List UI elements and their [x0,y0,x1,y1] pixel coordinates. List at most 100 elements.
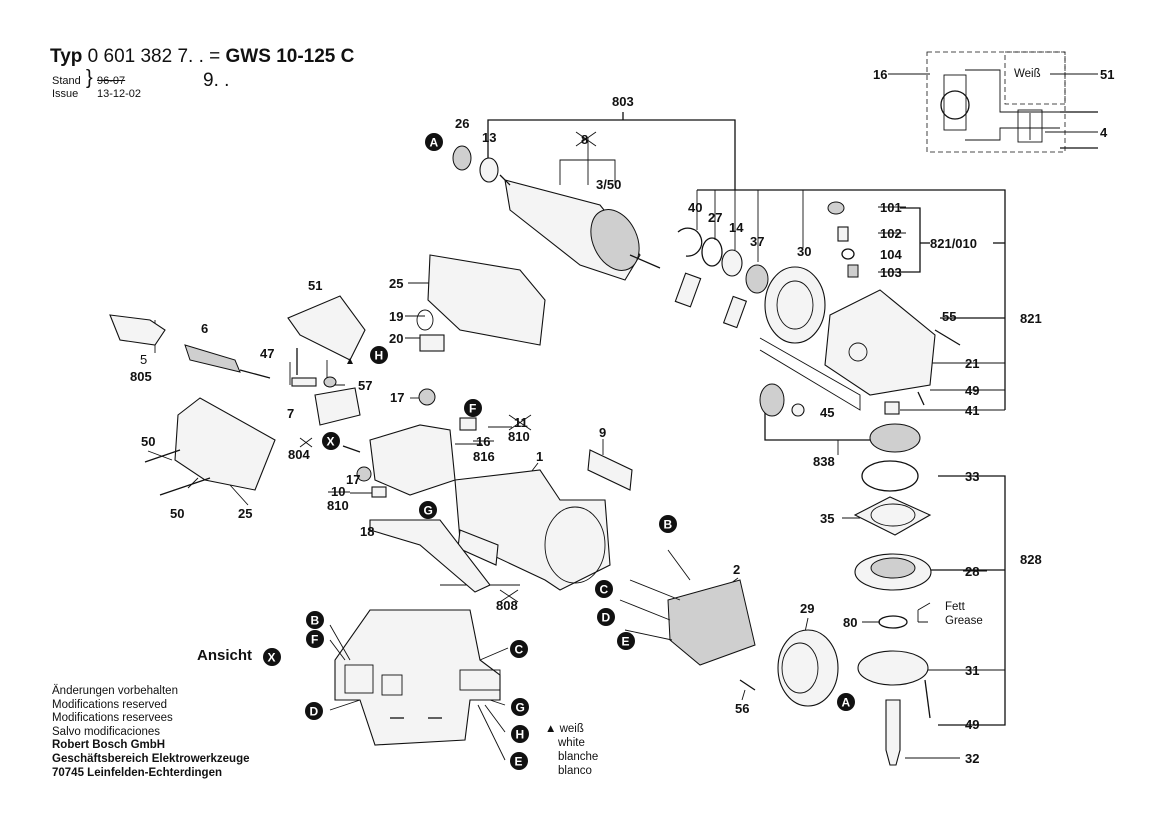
legend-line: white [558,737,585,749]
part-label: 803 [612,94,634,109]
part-label: 29 [800,601,814,616]
connector-letter: A [430,136,439,150]
part-label: 6 [201,321,208,336]
bearing-13 [479,157,499,183]
part-label: 56 [735,701,749,716]
bearing-37 [745,264,769,294]
part-label: 810 [327,498,349,513]
type-line: Typ 0 601 382 7. . = GWS 10-125 C [50,46,354,68]
footer-line: Modifications reserved [52,698,168,711]
part-label: 25 [238,506,252,521]
legend-line: blanche [558,751,599,763]
legend-line: blanco [558,765,592,777]
part-label: 821 [1020,311,1042,326]
spring-19 [416,309,434,331]
part-label: 19 [389,309,403,324]
part-label: 17 [390,390,404,405]
part-label-struck: 103 [880,265,902,280]
part-label: 33 [965,469,979,484]
part-label-struck: 28 [965,564,979,579]
part-label: 55 [942,309,956,324]
screw-49-bottom [924,679,931,719]
spring-17-top [418,388,436,406]
part-label-struck: 10 [331,484,345,499]
part-label: 49 [965,717,979,732]
connector-e-badge [617,632,635,650]
part-label: 810 [508,429,530,444]
pinion-45 [759,383,785,417]
part-label: 821/010 [930,236,977,251]
plug-5 [109,314,166,346]
connector-letter: H [375,349,384,363]
part-label: 40 [688,200,702,215]
part-label: 2 [733,562,740,577]
part-label: 104 [880,247,902,262]
connector-letter: B [311,614,320,628]
part-label: 804 [288,447,310,462]
ring-27 [701,237,723,267]
screw-50-bottom [159,477,211,496]
part-label: 51 [1100,67,1114,82]
part-label: 32 [965,751,979,766]
part-label: 31 [965,663,979,678]
spring-17-bottom [356,466,372,482]
circlip-40 [677,227,703,257]
connector-g-badge-view [511,698,529,716]
brush-right [722,295,748,329]
part-label: 27 [708,210,722,225]
footer-line: Änderungen vorbehalten [52,685,178,697]
part-label: 26 [455,116,469,131]
part-label: 37 [750,234,764,249]
screw-56 [739,679,756,691]
part-label: 13 [482,130,496,145]
connector-letter: B [664,518,673,532]
part-label: 50 [170,506,184,521]
part-label: 57 [358,378,372,393]
view-x-drawing [329,609,509,761]
issue-label: Issue [52,88,79,100]
guard-clamp-31 [857,650,929,686]
model-name: GWS 10-125 C [225,46,355,67]
part-label: 3/50 [596,177,621,192]
cover-30 [764,266,826,344]
gear-838 [869,423,921,453]
knob-101 [827,201,845,215]
part-label: 7 [287,406,294,421]
grease-pointer-icon [917,602,931,623]
division-name: Geschäftsbereich Elektrowerkzeuge [52,752,250,765]
white-wire-triangle-icon [347,358,353,364]
connector-d-badge-view [305,702,323,720]
spring-104 [841,248,855,260]
typ-label: Typ [50,46,83,67]
footer-line: Modifications reservees [52,712,173,725]
connector-letter: X [268,651,276,665]
old-date: 96-07 [97,75,126,87]
lever-20 [419,334,445,352]
part-label: 30 [797,244,811,259]
part-label: 14 [729,220,744,235]
circuit-label: Weiß [1014,68,1041,80]
part-label: 828 [1020,552,1042,567]
legend-line: weiß [559,723,584,735]
bearing-26 [452,145,472,171]
typ-number: 0 601 382 7. . = [87,46,226,67]
part-label: 816 [473,449,495,464]
part-label: 45 [820,405,834,420]
connector-g-badge [419,501,437,519]
screw-57 [323,376,337,388]
connector-e-badge-view [510,752,528,770]
connector-letter: F [469,402,476,416]
clip-part [291,377,317,387]
armature [499,174,661,281]
connector-f-badge [464,399,482,417]
connector-h-badge-view [511,725,529,743]
label-plate-9 [587,449,633,491]
connector-letter: G [516,701,525,715]
connector-c-badge-view [510,640,528,658]
screw-49-top [917,391,925,406]
connector-letter: F [311,633,318,647]
switch-cover-51 [287,295,366,361]
gear-housing-21 [824,289,936,396]
part-label: 80 [843,615,857,630]
